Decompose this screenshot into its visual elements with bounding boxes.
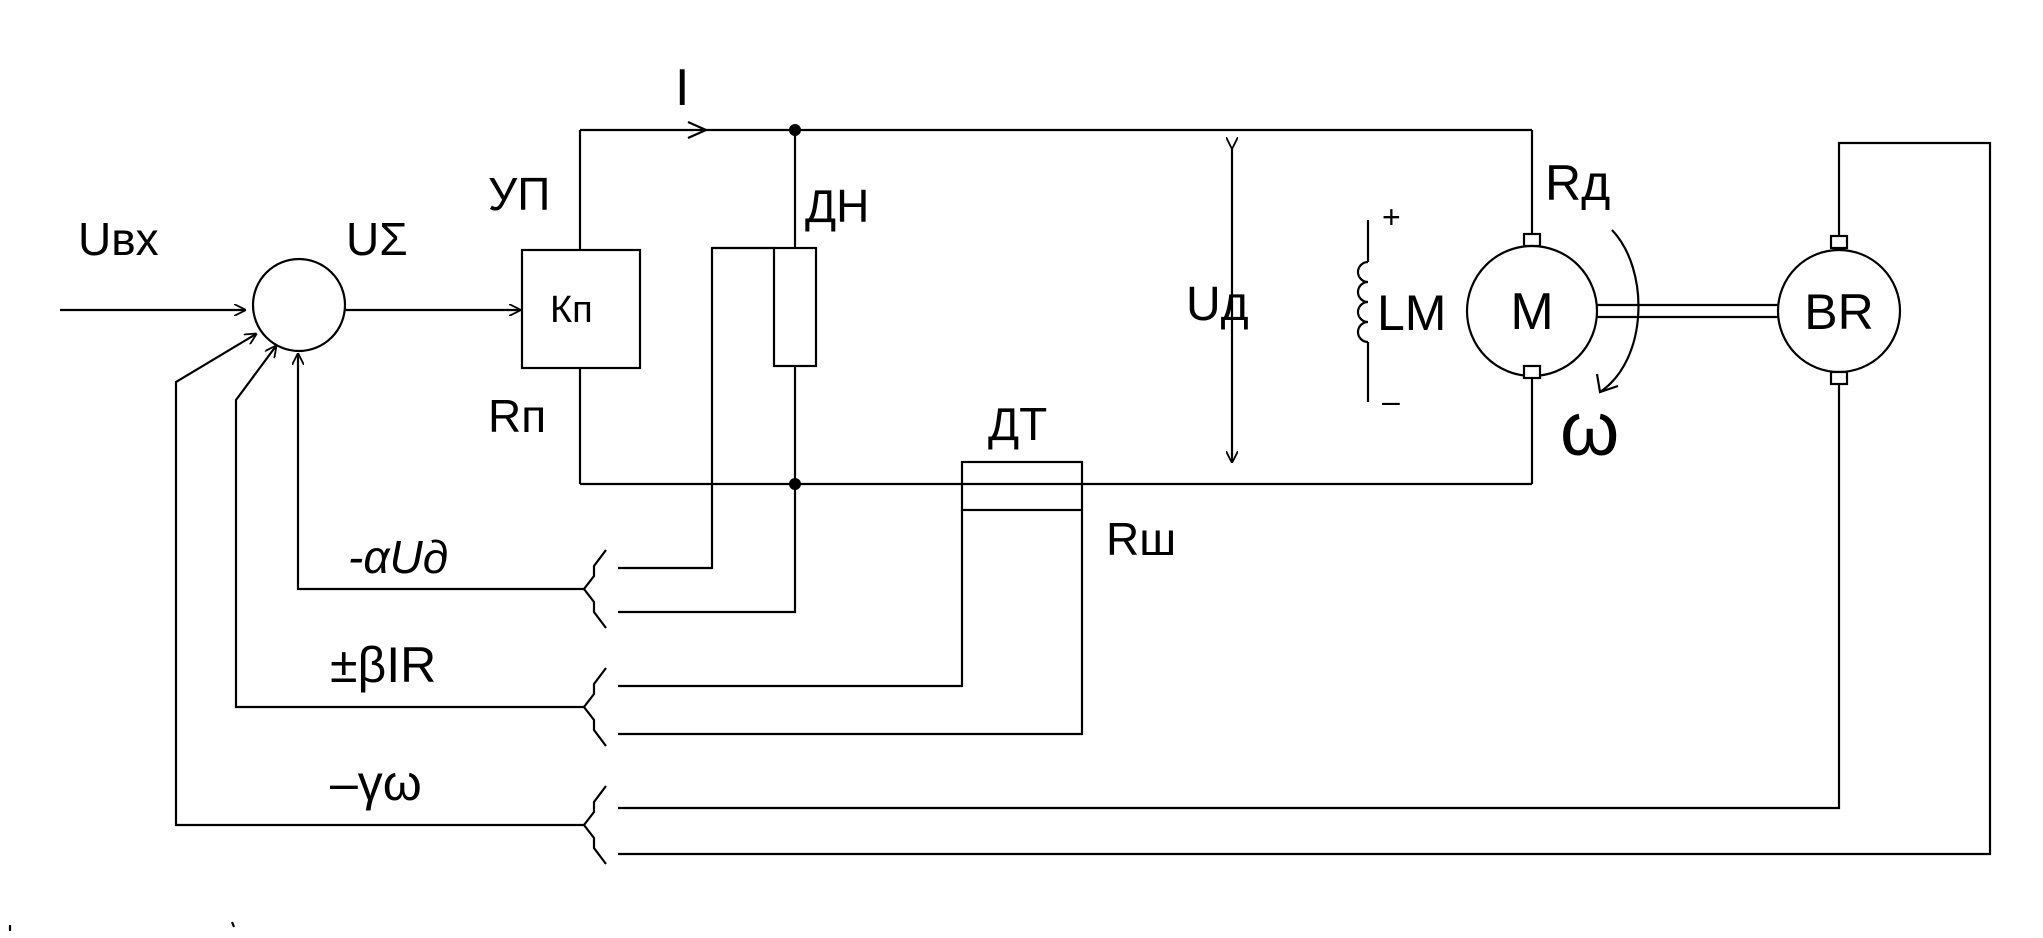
current-arrow [687, 120, 709, 140]
brace-current [582, 667, 607, 747]
summing-junction [251, 257, 347, 353]
rotation-arrow [1599, 229, 1640, 393]
motor-label: M [1510, 283, 1553, 341]
feedback-speed-line [174, 334, 584, 827]
voltage-feedback-label: -αUд [348, 531, 448, 583]
motor-voltage-label: Uд [1186, 278, 1249, 331]
input-voltage-label: Uвх [78, 213, 159, 265]
field-winding-label: LM [1377, 285, 1446, 341]
tacho-label: BR [1804, 284, 1873, 340]
motor-resistance-label: Rд [1545, 155, 1610, 211]
tacho-top-wire [618, 141, 1992, 856]
converter-gain-label: Кп [550, 289, 593, 331]
brace-speed [582, 785, 607, 865]
motor-top-brush [1522, 232, 1542, 248]
field-minus-label: – [1382, 383, 1400, 419]
feedback-voltage-line [298, 354, 584, 591]
shunt-resistor [960, 460, 1084, 512]
voltage-sensor-label: ДН [805, 180, 869, 232]
current-sensor-label: ДТ [988, 398, 1047, 450]
current-label: I [675, 59, 689, 117]
field-plus-label: + [1382, 199, 1401, 235]
sum-voltage-label: UΣ [346, 213, 408, 265]
tacho-bottom-brush [1829, 370, 1849, 386]
shunt-tap-left [618, 510, 964, 688]
motor-bottom-brush [1522, 364, 1542, 380]
voltage-sensor-lower-wire [618, 484, 797, 614]
voltage-sensor-tap [618, 246, 774, 570]
tacho-bottom-wire [618, 384, 1841, 810]
speed-feedback-label: –γω [330, 755, 422, 811]
field-winding-coil [1356, 260, 1369, 344]
voltage-sensor-resistor [772, 246, 818, 368]
converter-resistance-label: Rп [488, 390, 546, 442]
rotation-arrowhead [1595, 373, 1619, 394]
omega-label: ω [1560, 387, 1619, 472]
converter-top-label: УП [488, 168, 550, 220]
junction-top [789, 124, 801, 136]
shunt-resistance-label: Rш [1106, 513, 1176, 565]
brace-voltage [582, 549, 607, 629]
current-feedback-label: ±βIR [330, 637, 436, 693]
tacho-top-brush [1829, 234, 1849, 250]
converter-block [520, 248, 642, 370]
shunt-tap-right [618, 510, 1084, 736]
stray-mark-2 [230, 921, 236, 928]
feedback-current-line [234, 346, 584, 709]
